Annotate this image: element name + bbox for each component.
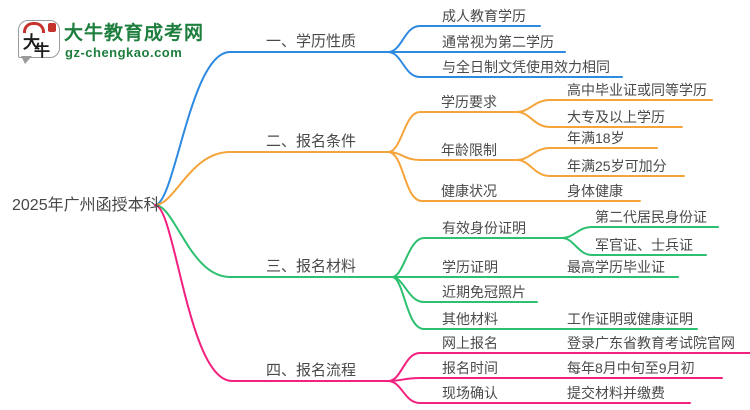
- branch3-child4-node: 其他材料: [442, 311, 498, 327]
- branch2-child3-wire: [387, 151, 641, 202]
- branch4-gchild1a-node: 登录广东省教育考试院官网: [567, 335, 735, 351]
- branch3-gchild1b-wire: [561, 237, 707, 256]
- branch1-wires: [154, 25, 623, 206]
- branch4-gchild3a-node: 提交材料并缴费: [567, 385, 665, 401]
- branch3-child4-wire: [391, 276, 698, 330]
- branch4-node: 四、报名流程: [266, 362, 357, 379]
- branch1-main-wire: [154, 51, 389, 206]
- branch2-gchild1a-node: 高中毕业证或同等学历: [567, 82, 707, 98]
- branch2-gchild3a-node: 身体健康: [567, 183, 623, 199]
- branch2-node: 二、报名条件: [266, 133, 357, 150]
- logo-speech-bubble-icon: 大 牛: [18, 20, 60, 64]
- branch2-gchild1b-wire: [516, 111, 683, 128]
- branch2-main-wire: [154, 151, 389, 206]
- branch2-child1-wire: [387, 111, 518, 153]
- logo-bubble-tail: [21, 56, 32, 64]
- branch2-child3-node: 健康状况: [441, 183, 497, 199]
- branch1-child1-node: 成人教育学历: [442, 8, 526, 24]
- branch2-wires: [154, 99, 713, 206]
- branch4-gchild2a-node: 每年8月中旬至9月初: [567, 360, 695, 376]
- branch3-main-wire: [154, 204, 393, 278]
- branch3-gchild1a-node: 第二代居民身份证: [595, 209, 707, 225]
- branch4-child2-node: 报名时间: [442, 360, 498, 376]
- branch2-gchild2b-node: 年满25岁可加分: [567, 158, 667, 174]
- branch3-child1-node: 有效身份证明: [442, 220, 526, 236]
- branch3-child3-node: 近期免冠照片: [442, 284, 526, 300]
- site-name: 大牛教育成考网: [64, 23, 205, 44]
- branch3-wires: [154, 204, 719, 330]
- logo-char-niu: 牛: [34, 43, 51, 60]
- branch3-child2-node: 学历证明: [442, 259, 498, 275]
- branch4-child3-node: 现场确认: [442, 385, 498, 401]
- root-node: 2025年广州函授本科: [12, 197, 160, 214]
- site-domain: gz-chengkao.com: [65, 45, 183, 60]
- branch1-node: 一、学历性质: [266, 33, 357, 50]
- branch3-gchild1b-node: 军官证、士兵证: [595, 237, 693, 253]
- branch3-node: 三、报名材料: [266, 258, 357, 275]
- logo-red-arc-icon: [23, 22, 45, 33]
- branch2-gchild2a-node: 年满18岁: [567, 130, 625, 146]
- branch4-child3-wire: [387, 380, 691, 404]
- site-logo: 大 牛 大牛教育成考网 gz-chengkao.com: [16, 16, 256, 66]
- branch1-child3-node: 与全日制文凭使用效力相同: [442, 59, 610, 75]
- branch2-child2-node: 年龄限制: [441, 142, 497, 158]
- branch2-gchild2b-wire: [516, 159, 685, 177]
- logo-red-seal-icon: [48, 23, 56, 32]
- branch1-child2-node: 通常视为第二学历: [442, 34, 554, 50]
- branch3-gchild4a-node: 工作证明或健康证明: [567, 311, 693, 327]
- branch2-child1-node: 学历要求: [441, 94, 497, 110]
- branch4-child2-wire: [387, 377, 723, 382]
- branch2-gchild1b-node: 大专及以上学历: [567, 109, 665, 125]
- branch4-main-wire: [154, 204, 389, 382]
- branch3-child1-wire: [391, 237, 563, 278]
- branch4-wires: [154, 204, 750, 404]
- branch3-gchild2a-node: 最高学历毕业证: [567, 259, 665, 275]
- logo-char-da: 大: [23, 33, 40, 52]
- branch4-child1-node: 网上报名: [442, 335, 498, 351]
- branch1-child3-wire: [387, 51, 623, 78]
